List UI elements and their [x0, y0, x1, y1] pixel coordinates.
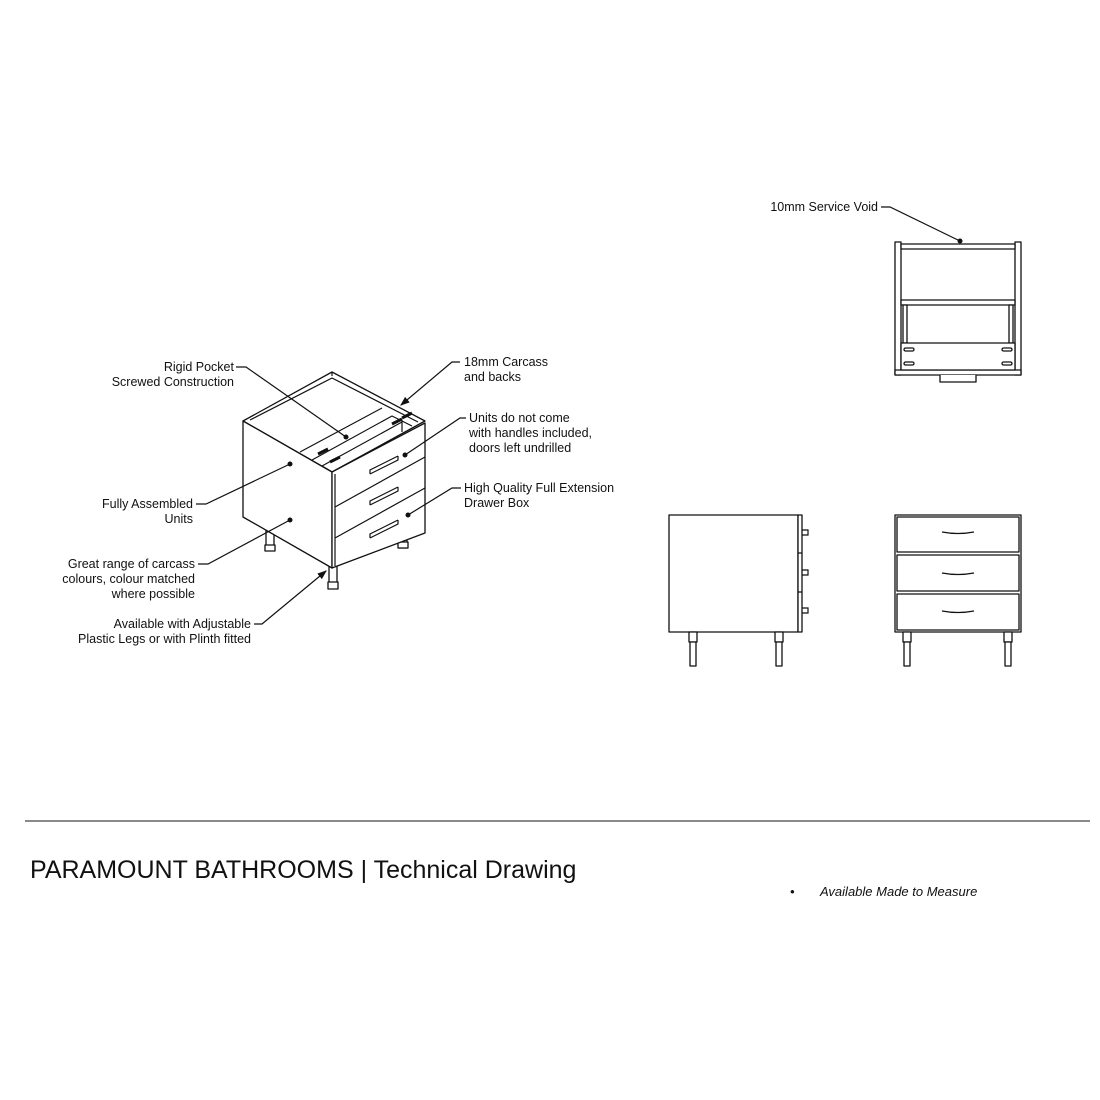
callout-carcass: 18mm Carcass: [464, 355, 548, 369]
callout-rigid-pocket: Screwed Construction: [112, 375, 234, 389]
made-to-measure-note: Available Made to Measure: [819, 884, 977, 899]
drawer-handle: [369, 519, 399, 539]
callout-assembled: Units: [165, 512, 193, 526]
top-view: [894, 241, 1022, 383]
drawing-title: PARAMOUNT BATHROOMS | Technical Drawing: [30, 856, 576, 884]
callout-legs: Available with Adjustable: [114, 617, 251, 631]
drawer-fronts: [334, 456, 426, 566]
rigid-pocket-rails: [299, 407, 413, 467]
cabinet-front: [331, 422, 426, 569]
callout-drawer-box: Drawer Box: [464, 496, 530, 510]
callout-handles: doors left undrilled: [469, 441, 571, 455]
callout-assembled: Fully Assembled: [102, 497, 193, 511]
callout-carcass: and backs: [464, 370, 521, 384]
drawer-handle: [369, 486, 399, 506]
callout-handles: with handles included,: [468, 426, 592, 440]
callout-colours: Great range of carcass: [68, 557, 195, 571]
front-view: [894, 514, 1022, 667]
callout-colours: colours, colour matched: [62, 572, 195, 586]
callout-handles: Units do not come: [469, 411, 570, 425]
drawer-handles: [941, 531, 975, 614]
callout-service-void: 10mm Service Void: [770, 200, 878, 214]
callout-legs: Plastic Legs or with Plinth fitted: [78, 632, 251, 646]
callout-leaders: [196, 206, 963, 625]
callout-rigid-pocket: Rigid Pocket: [164, 360, 235, 374]
drawer-handle: [369, 455, 399, 475]
bullet: •: [790, 884, 795, 899]
callout-drawer-box: High Quality Full Extension: [464, 481, 614, 495]
callout-colours: where possible: [111, 587, 195, 601]
isometric-cabinet: [242, 371, 426, 590]
side-view: [668, 514, 809, 667]
callout-labels: Rigid Pocket Screwed Construction 18mm C…: [62, 200, 878, 646]
